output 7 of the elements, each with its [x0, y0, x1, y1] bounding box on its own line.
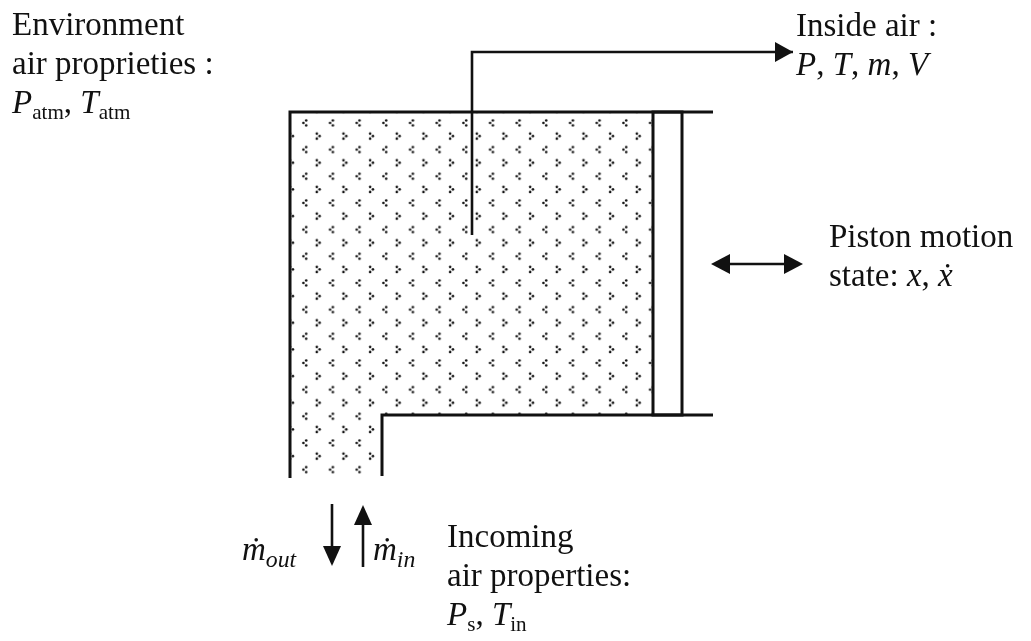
environment-label: Environment air proprieties : P$_{atm}$, T$_{atm}$: [12, 5, 214, 122]
leader-arrow: [470, 42, 793, 235]
incoming-air-label: Incoming air properties: P$_{s}$, T$_{in}$: [447, 517, 632, 634]
mass-flow-out-label: ṁ$_{out}$: [242, 530, 297, 569]
mass-flow-in-label: ṁ$_{in}$: [373, 530, 416, 569]
inside-air-label: Inside air : P, T, m, V: [796, 6, 938, 84]
piston-state-label: Piston motion state: x, ẋ: [829, 217, 1014, 295]
